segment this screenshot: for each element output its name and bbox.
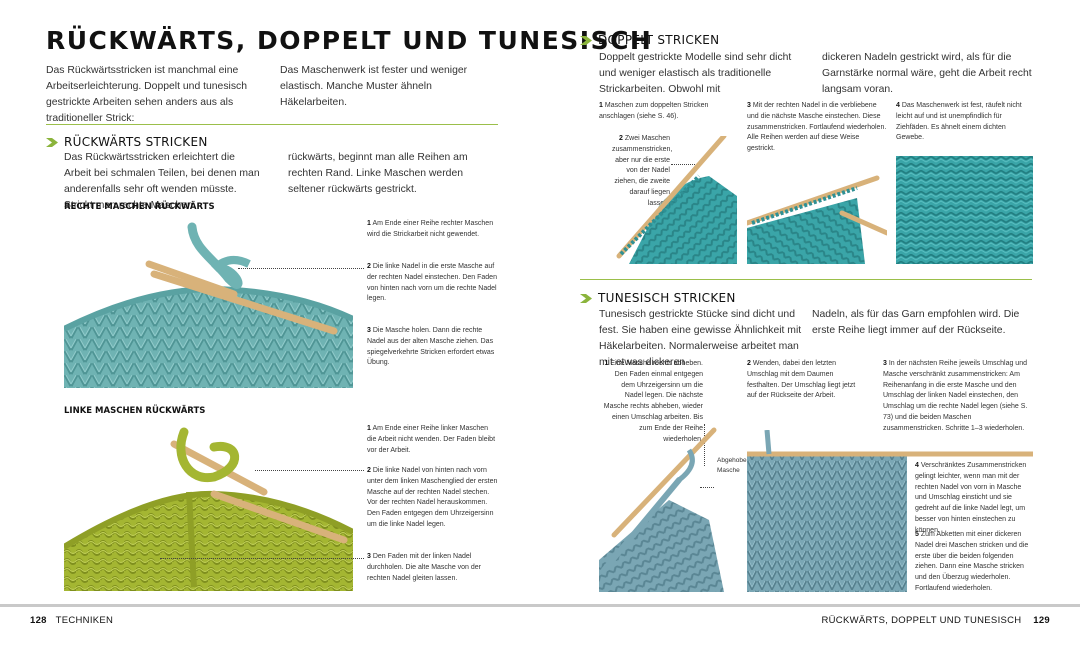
footer-bar <box>0 604 1080 607</box>
chevron-icon <box>580 36 592 45</box>
leader-line <box>255 470 364 471</box>
leader-line <box>160 558 364 559</box>
subheading-rechte: RECHTE MASCHEN RÜCKWÄRTS <box>64 202 215 212</box>
rechte-step-1: 1 Am Ende einer Reihe rechter Maschen wi… <box>367 220 494 238</box>
page-title: RÜCKWÄRTS, DOPPELT UND TUNESISCH <box>46 26 653 55</box>
photo-tunesisch-1 <box>599 420 739 592</box>
doppelt-step-1: 1 Maschen zum doppelten Stricken anschla… <box>599 102 709 120</box>
section-divider <box>580 279 1032 280</box>
linke-step-2: 2 Die linke Nadel von hinten nach vorn u… <box>367 467 498 528</box>
subheading-linke: LINKE MASCHEN RÜCKWÄRTS <box>64 406 206 416</box>
photo-rechte-maschen <box>64 219 353 388</box>
leader-line <box>671 164 697 165</box>
rechte-step-3: 3 Die Masche holen. Dann die rechte Nade… <box>367 327 495 367</box>
tunesisch-col2: Nadeln, als für das Garn empfohlen wird.… <box>812 309 1020 336</box>
doppelt-col1: Doppelt gestrickte Modelle sind sehr dic… <box>599 52 792 95</box>
tunesisch-col1: Tunesisch gestrickte Stücke sind dicht u… <box>599 309 802 368</box>
doppelt-col2: dickeren Nadeln gestrickt wird, als für … <box>822 52 1032 95</box>
intro-col1: Das Rückwärtsstricken ist manchmal eine … <box>46 65 248 124</box>
linke-step-3: 3 Den Faden mit der linken Nadel durchho… <box>367 553 482 582</box>
label-abgehobene-masche: Abgehobene Masche <box>717 457 754 474</box>
tunesisch-step-1: 1 Eine Masche rechts abheben. Den Faden … <box>603 360 703 443</box>
footer-left: 128 TECHNIKEN <box>30 615 114 626</box>
rechte-step-2: 2 Die linke Nadel in die erste Masche au… <box>367 263 497 303</box>
linke-step-1: 1 Am Ende einer Reihe linker Maschen die… <box>367 425 496 454</box>
tunesisch-step-3: 3 In der nächsten Reihe jeweils Umschlag… <box>883 360 1028 432</box>
footer-right: RÜCKWÄRTS, DOPPELT UND TUNESISCH 129 <box>821 615 1050 626</box>
photo-doppelt-3 <box>896 156 1033 264</box>
leader-line <box>700 487 714 488</box>
section-divider <box>46 124 498 125</box>
chevron-icon <box>580 294 592 303</box>
rueckwaerts-col1: Das Rückwärtsstricken erleichtert die Ar… <box>64 152 260 211</box>
photo-linke-maschen <box>64 422 353 591</box>
intro-col2: Das Maschenwerk ist fester und weniger e… <box>280 65 468 108</box>
section-heading-rueckwaerts: RÜCKWÄRTS STRICKEN <box>64 135 208 149</box>
doppelt-step-2: 2 Zwei Maschen zusammenstricken, aber nu… <box>612 135 673 207</box>
doppelt-step-4: 4 Das Maschenwerk ist fest, räufelt nich… <box>896 102 1022 142</box>
chevron-icon <box>46 138 58 147</box>
section-heading-doppelt: DOPPELT STRICKEN <box>598 33 720 47</box>
photo-doppelt-1 <box>599 136 737 264</box>
section-heading-tunesisch: TUNESISCH STRICKEN <box>598 291 736 305</box>
leader-line <box>238 268 364 269</box>
photo-tunesisch-2 <box>747 430 1033 592</box>
tunesisch-step-4: 4 Verschränktes Zusammenstricken gelingt… <box>915 462 1027 534</box>
rueckwaerts-col2: rückwärts, beginnt man alle Reihen am re… <box>288 152 468 195</box>
tunesisch-step-2: 2 Wenden, dabei den letzten Umschlag mit… <box>747 360 856 400</box>
leader-line <box>704 424 705 466</box>
tunesisch-step-5: 5 Zum Abketten mit einer dickeren Nadel … <box>915 531 1029 592</box>
photo-doppelt-2 <box>747 158 887 264</box>
doppelt-step-3: 3 Mit der rechten Nadel in die verbliebe… <box>747 102 887 153</box>
